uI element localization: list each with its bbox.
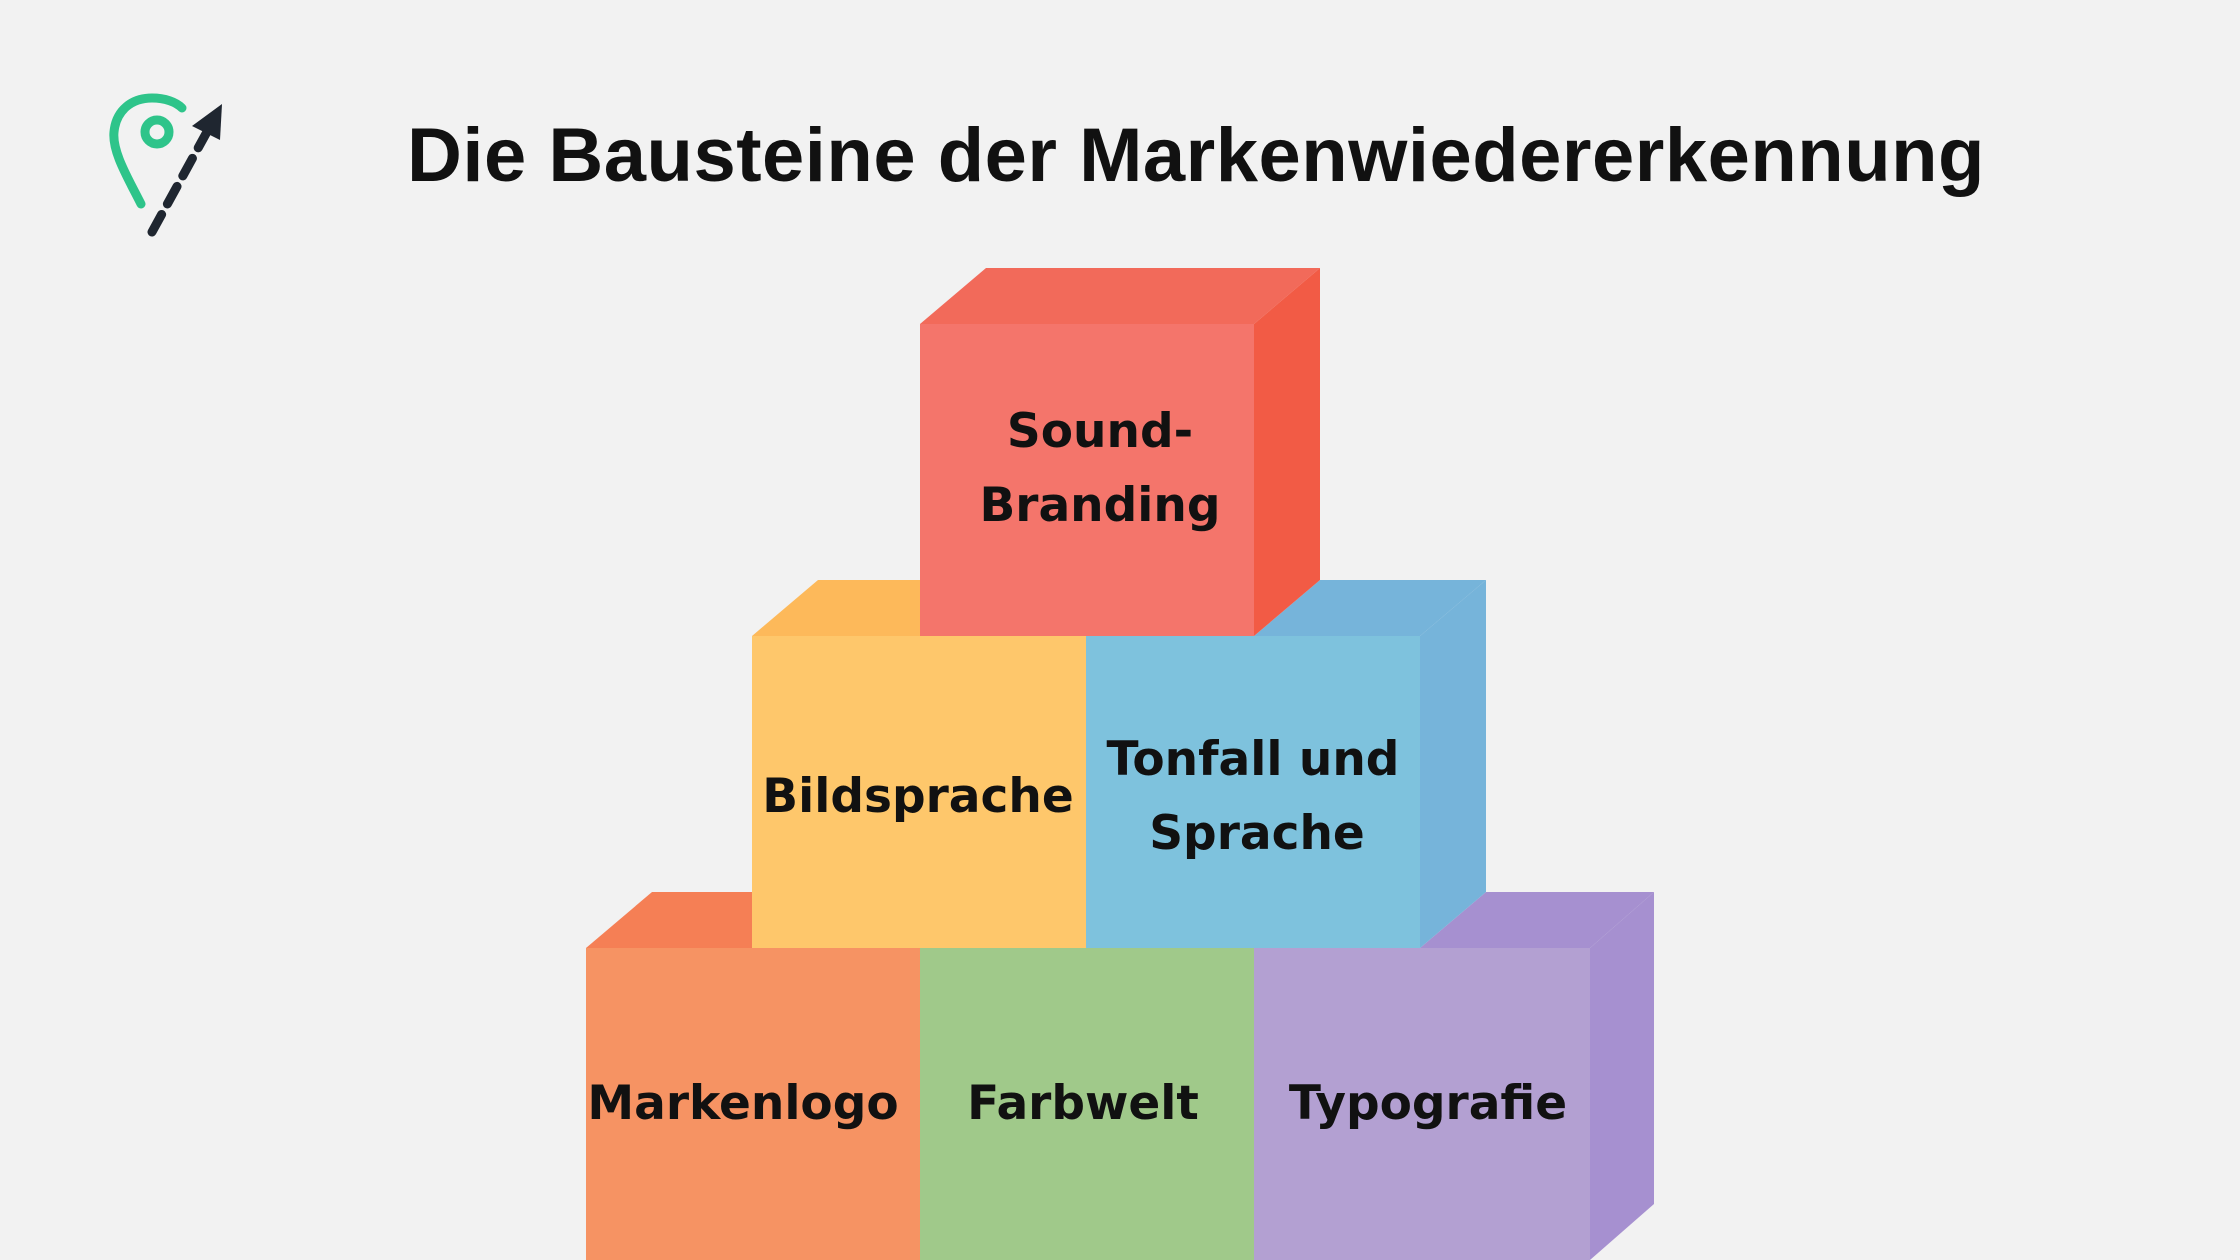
block-sound-branding-label-line-2: Branding: [979, 478, 1220, 533]
arrow-head-icon: [192, 104, 222, 140]
block-markenlogo-label: Markenlogo: [587, 1076, 898, 1131]
block-typografie-front: [1254, 948, 1590, 1260]
block-bildsprache-label: Bildsprache: [762, 769, 1073, 824]
block-typografie-label: Typografie: [1289, 1076, 1567, 1131]
block-markenlogo-top: [586, 892, 752, 948]
brand-logo-icon: [109, 93, 222, 237]
block-sound-branding-label-line-1: Sound-: [1007, 404, 1193, 459]
block-markenlogo-front: [586, 948, 922, 1260]
block-typografie-side: [1590, 892, 1654, 1260]
block-sound-branding-front: [920, 324, 1254, 636]
block-bildsprache-top: [752, 580, 922, 636]
map-pin-icon: [109, 93, 187, 209]
block-tonfall-label-line-1: Tonfall und: [1107, 732, 1400, 787]
block-farbwelt-label: Farbwelt: [967, 1076, 1199, 1131]
block-bildsprache-front: [752, 636, 1088, 948]
block-typografie-top: [1420, 892, 1654, 948]
block-farbwelt-front: [920, 948, 1256, 1260]
dashed-arrow-line-icon: [147, 125, 213, 237]
block-sound-branding-top: [920, 268, 1320, 324]
block-tonfall-side: [1420, 580, 1486, 948]
page-title: Die Bausteine der Markenwiedererkennung: [407, 113, 1985, 198]
block-tonfall-front: [1086, 636, 1420, 948]
block-tonfall-top: [1254, 580, 1486, 636]
block-tonfall-label-line-2: Sprache: [1149, 806, 1365, 861]
block-sound-branding-side: [1254, 268, 1320, 636]
map-pin-dot-icon: [140, 115, 174, 149]
